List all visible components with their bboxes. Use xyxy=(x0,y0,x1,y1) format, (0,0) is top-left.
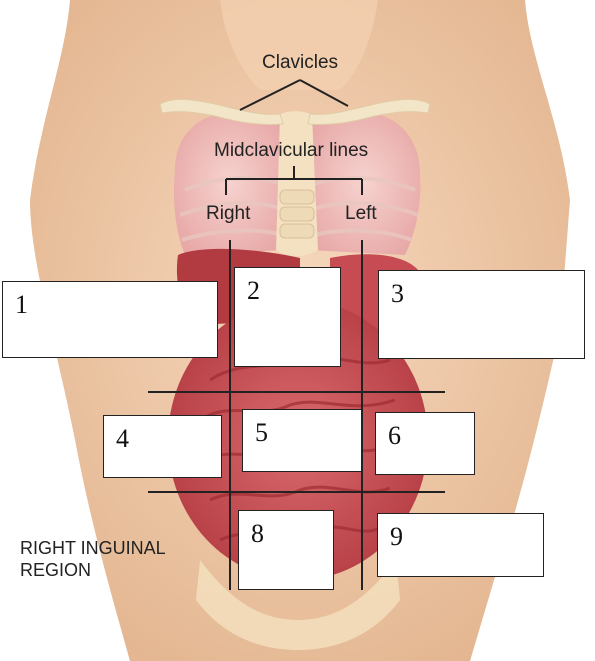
right-inguinal-region-label: RIGHT INGUINAL REGION xyxy=(20,537,166,581)
left-label: Left xyxy=(345,203,377,224)
box-number: 5 xyxy=(255,418,268,447)
midclavicular-bracket xyxy=(225,166,363,195)
pelvis xyxy=(196,560,400,650)
inguinal-label-line1: RIGHT INGUINAL xyxy=(20,538,166,558)
inguinal-label-line2: REGION xyxy=(20,560,92,580)
answer-box-5[interactable]: 5 xyxy=(242,409,362,472)
box-number: 8 xyxy=(251,519,264,548)
answer-box-9[interactable]: 9 xyxy=(377,513,544,577)
clavicles-label: Clavicles xyxy=(262,52,339,73)
answer-box-1[interactable]: 1 xyxy=(2,281,218,358)
left-lung xyxy=(308,110,421,255)
box-number: 1 xyxy=(15,290,28,319)
right-label: Right xyxy=(206,203,251,224)
box-number: 2 xyxy=(247,276,260,305)
answer-box-4[interactable]: 4 xyxy=(103,415,222,478)
right-clavicle xyxy=(159,98,284,125)
right-lung xyxy=(173,110,285,255)
box-number: 3 xyxy=(391,279,404,308)
answer-box-3[interactable]: 3 xyxy=(378,270,585,359)
midclavicular-lines-label: Midclavicular lines xyxy=(214,140,369,161)
answer-box-8[interactable]: 8 xyxy=(238,510,334,590)
box-number: 9 xyxy=(390,522,403,551)
box-number: 6 xyxy=(388,421,401,450)
neck xyxy=(220,0,378,90)
clavicle-pointers xyxy=(239,79,349,111)
region-grid xyxy=(148,240,445,590)
answer-box-2[interactable]: 2 xyxy=(234,267,341,367)
box-number: 4 xyxy=(116,424,129,453)
left-clavicle xyxy=(307,98,431,125)
answer-box-6[interactable]: 6 xyxy=(375,412,475,475)
vertebrae xyxy=(279,189,315,239)
